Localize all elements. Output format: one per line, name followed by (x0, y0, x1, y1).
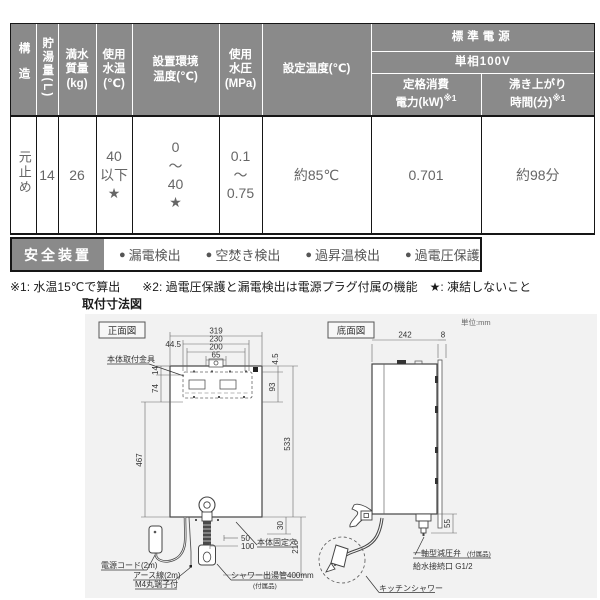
header-pressure: 使用 水圧 (MPa) (219, 24, 263, 117)
dim-8: 8 (441, 331, 446, 340)
value-pressure: 0.1 〜 0.75 (218, 116, 263, 234)
value-set-temp: 約85℃ (261, 116, 372, 234)
value-capacity: 14 (35, 116, 59, 234)
safety-devices-items: ●漏電検出 ●空焚き検出 ●過昇温検出 ●過電圧保護 (104, 239, 480, 270)
safety-item: ●漏電検出 (119, 248, 181, 263)
dim-74: 74 (151, 384, 160, 393)
kitchen-shower-label: キッチンシャワー (379, 584, 443, 593)
dim-50: 50 (241, 534, 250, 543)
safety-devices-label: 安全装置 (12, 239, 104, 270)
dim-4-5: 4.5 (271, 353, 280, 365)
dim-467: 467 (135, 453, 144, 467)
dim-319: 319 (209, 327, 223, 336)
header-capacity: 貯湯量(L) (36, 24, 59, 117)
pressure-valve (415, 513, 432, 536)
valve-accessory: (付属品) (467, 549, 491, 558)
value-water-temp: 40 以下 ★ (95, 116, 133, 234)
header-mass: 満水 質量 (kg) (58, 24, 97, 117)
power-cord-label: 電源コード(2m) (101, 561, 158, 570)
footnote-2: ※2: 過電圧保護と漏電検出は電源プラグ付属の機能 (142, 280, 418, 294)
dimension-diagram: 正面図 (98, 317, 491, 593)
front-right-dimension-lines (223, 365, 306, 576)
wall-plate (437, 359, 443, 529)
dim-533: 533 (283, 437, 292, 451)
shower-pipe-accessory: (付属品) (253, 581, 277, 590)
value-structure: 元止め (11, 116, 37, 234)
front-left-dimension-lines (141, 365, 183, 518)
dim-55: 55 (443, 519, 452, 528)
bottom-view: 底面図 単位:mm 242 8 (318, 317, 491, 593)
front-view-label: 正面図 (108, 326, 137, 337)
value-boil-time: 約98分 (480, 116, 594, 234)
front-view: 正面図 (98, 321, 314, 590)
header-boil-time: 沸き上がり 時間(分)※1 (481, 73, 594, 117)
header-water-temp: 使用 水温 (℃) (96, 24, 133, 117)
pipe-dimension-lines (209, 535, 238, 549)
safety-devices-box: 安全装置 ●漏電検出 ●空焚き検出 ●過昇温検出 ●過電圧保護 (10, 237, 482, 272)
spec-table: 構造 貯湯量(L) 満水 質量 (kg) 使用 水温 (℃) 設置環境 温度(℃… (11, 24, 594, 234)
safety-item: ●過電圧保護 (405, 248, 480, 263)
value-ambient-temp: 0 〜 40 ★ (131, 116, 220, 234)
safety-item: ●空焚き検出 (205, 248, 281, 263)
valve-label: 一軸型減圧弁 (413, 548, 461, 558)
bottom-view-label: 底面図 (337, 325, 366, 337)
heater-body-side (371, 363, 438, 515)
dim-200: 200 (209, 343, 223, 352)
dim-242: 242 (398, 331, 412, 340)
safety-item: ●過昇温検出 (305, 248, 381, 263)
fixing-hole-label: 本体固定穴 (257, 537, 297, 547)
shower-outlet-pipe (195, 496, 219, 566)
spec-table-wrapper: 構造 貯湯量(L) 満水 質量 (kg) 使用 水温 (℃) 設置環境 温度(℃… (10, 23, 595, 235)
kitchen-shower-head (330, 544, 349, 568)
bracket-label: 本体取付金具 (107, 354, 155, 364)
bottom-top-dimension-lines (371, 339, 447, 362)
front-top-dimension-lines (169, 332, 263, 371)
dim-93: 93 (268, 382, 277, 391)
earth-wire (188, 516, 192, 566)
header-ambient-temp: 設置環境 温度(℃) (132, 24, 220, 117)
valve-dimension-lines (431, 513, 457, 534)
footnote-1: ※1: 水温15℃で算出 (10, 280, 121, 294)
bullet-icon: ● (305, 248, 312, 261)
value-mass: 26 (57, 116, 97, 234)
diagram-title: 取付寸法図 (82, 297, 143, 311)
header-set-temp: 設定温度(℃) (262, 24, 372, 117)
earth-terminal-label: M4丸端子付 (135, 579, 178, 589)
header-power-sub: 単相100V (371, 51, 594, 74)
footnotes: ※1: 水温15℃で算出 ※2: 過電圧保護と漏電検出は電源プラグ付属の機能 ★: … (10, 278, 531, 295)
dim-44-5: 44.5 (165, 340, 181, 349)
dim-14: 14 (151, 366, 160, 375)
bullet-icon: ● (119, 248, 126, 261)
header-structure: 構造 (11, 24, 37, 117)
inlet-label: 給水接続口 G1/2 (413, 561, 473, 571)
dim-100: 100 (241, 542, 255, 551)
bullet-icon: ● (205, 248, 213, 261)
dim-65: 65 (212, 351, 221, 360)
heater-body-front (169, 365, 263, 518)
footnote-star: ★: 凍結しないこと (429, 280, 532, 294)
unit-label: 単位:mm (461, 317, 491, 327)
dim-230: 230 (209, 335, 223, 344)
earth-wire-label: アース線(2m) (133, 570, 181, 580)
header-power-group: 標準電源 (371, 24, 594, 52)
dimension-diagram-panel: 正面図 (85, 314, 597, 598)
dim-30: 30 (276, 521, 285, 530)
power-plug (148, 525, 163, 554)
header-rated-power: 定格消費 電力(kW)※1 (371, 73, 482, 117)
value-rated-power: 0.701 (370, 116, 482, 234)
kitchen-shower-callout-circle (318, 536, 366, 584)
bullet-icon: ● (405, 248, 412, 261)
shower-pipe-label: シャワー出湯管400mm (231, 570, 314, 580)
